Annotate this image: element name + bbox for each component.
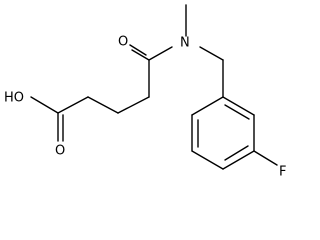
bond-c-f xyxy=(253,150,278,166)
nitrogen-label: N xyxy=(180,36,190,51)
bond-c5-n xyxy=(148,46,173,61)
ring-inner-double-1 xyxy=(224,104,250,120)
bond-c5-o-double-b xyxy=(129,44,147,56)
ring-inner-double-2 xyxy=(224,145,249,161)
bond-c3-c4 xyxy=(117,96,150,114)
molecule-drawing: HO O O N F xyxy=(4,4,286,180)
fluorine-label: F xyxy=(279,165,286,180)
bond-c1-oh xyxy=(30,96,59,114)
acid-oxygen-label: O xyxy=(55,144,65,159)
hydroxyl-label: HO xyxy=(4,91,24,106)
amide-oxygen-label: O xyxy=(118,35,128,50)
bond-c5-o-double-a xyxy=(131,49,150,61)
bond-c1-c2 xyxy=(57,96,89,114)
bond-n-ch2 xyxy=(199,46,224,61)
ring-bond-3 xyxy=(222,150,255,170)
ring-bond-4 xyxy=(191,150,224,170)
ring-bond-6 xyxy=(191,96,224,116)
structure-canvas: HO O O N F xyxy=(4,4,286,180)
bond-c2-c3 xyxy=(87,96,119,114)
ring-bond-1 xyxy=(222,96,255,116)
